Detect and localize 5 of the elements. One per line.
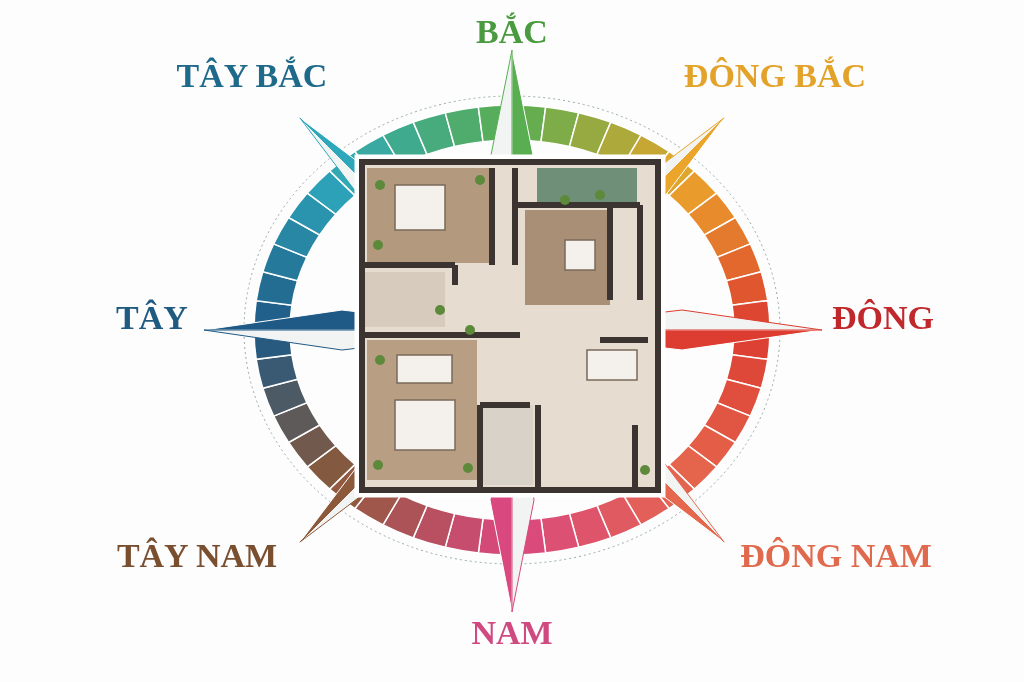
direction-label: TÂY <box>116 301 188 335</box>
direction-label: TÂY NAM <box>116 539 278 573</box>
direction-label: ĐÔNG <box>832 301 934 335</box>
direction-label: NAM <box>471 616 553 650</box>
direction-label: ĐÔNG NAM <box>740 539 932 573</box>
